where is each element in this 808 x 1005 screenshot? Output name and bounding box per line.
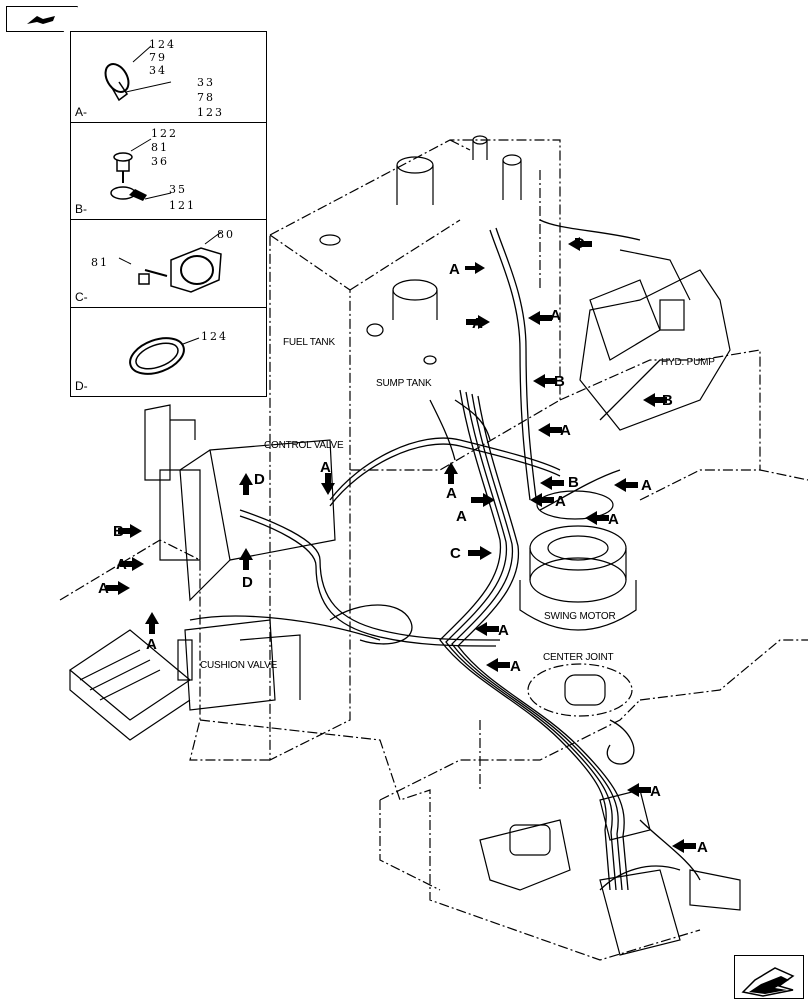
callout-a: A <box>510 658 521 675</box>
legend-row-b: 122 81 36 35 121 B- <box>71 123 266 220</box>
hyd-pump-label: HYD. PUMP <box>661 357 715 368</box>
callout-c: C <box>450 545 461 562</box>
callout-a: A <box>498 622 509 639</box>
part-number: 79 <box>149 51 167 64</box>
callout-b: B <box>554 373 565 390</box>
part-number: 81 <box>151 141 169 154</box>
callout-a: A <box>146 636 157 653</box>
prev-page-icon <box>27 16 55 24</box>
legend-row-a: 124 79 34 33 78 123 A- <box>71 32 266 123</box>
callout-d: D <box>254 471 265 488</box>
hose-band-icon <box>129 337 200 375</box>
legend-panel: 124 79 34 33 78 123 A- 122 81 36 35 121 … <box>70 31 267 397</box>
center-joint-label: CENTER JOINT <box>543 652 614 663</box>
callout-a: A <box>650 783 661 800</box>
callout-d: D <box>574 235 585 252</box>
part-number: 34 <box>149 64 167 77</box>
callout-a: A <box>472 315 483 332</box>
part-number: 122 <box>151 127 178 140</box>
callout-b: B <box>568 474 579 491</box>
callout-d: D <box>242 574 253 591</box>
cushion-valve-label: CUSHION VALVE <box>200 660 278 671</box>
callout-a: A <box>608 511 619 528</box>
callout-b: B <box>113 523 124 540</box>
callout-a: A <box>98 580 109 597</box>
callout-b: B <box>662 392 673 409</box>
legend-tag: A- <box>75 105 87 119</box>
sump-tank-label: SUMP TANK <box>376 378 432 389</box>
swing-motor-label: SWING MOTOR <box>544 611 616 622</box>
next-page-icon <box>741 967 795 997</box>
callout-a: A <box>697 839 708 856</box>
callout-a: A <box>555 493 566 510</box>
part-number: 80 <box>217 228 235 241</box>
legend-tag: B- <box>75 202 87 216</box>
part-number: 124 <box>201 330 228 343</box>
part-number: 33 <box>197 76 215 89</box>
clamp-bracket-icon <box>118 231 222 293</box>
fuel-tank-label: FUEL TANK <box>283 337 335 348</box>
part-number: 121 <box>169 199 196 212</box>
callout-a: A <box>320 459 331 476</box>
part-number: 124 <box>149 38 176 51</box>
legend-tag: D- <box>75 379 88 393</box>
legend-tag: C- <box>75 290 88 304</box>
callout-a: A <box>550 307 561 324</box>
callout-a: A <box>449 261 460 278</box>
legend-row-d: 124 D- <box>71 308 266 396</box>
legend-row-c: 80 81 C- <box>71 220 266 308</box>
callout-a: A <box>560 422 571 439</box>
control-valve-label: CONTROL VALVE <box>264 440 344 451</box>
part-number: 78 <box>197 91 215 104</box>
previous-page-button[interactable] <box>6 6 78 32</box>
hose-band-clip-icon <box>104 45 172 102</box>
part-number: 35 <box>169 183 187 196</box>
bolt-clamp-icon <box>110 138 172 201</box>
part-number: 36 <box>151 155 169 168</box>
part-number: 123 <box>197 106 224 119</box>
next-page-button[interactable] <box>734 955 804 999</box>
callout-a: A <box>456 508 467 525</box>
callout-a: A <box>116 556 127 573</box>
callout-a: A <box>446 485 457 502</box>
callout-a: A <box>641 477 652 494</box>
part-number: 81 <box>91 256 109 269</box>
